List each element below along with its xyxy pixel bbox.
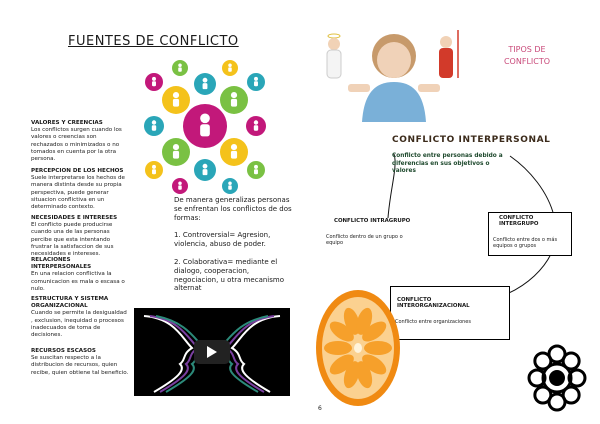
child-angel-devil-illustration bbox=[320, 22, 468, 122]
person-icon bbox=[254, 81, 258, 87]
orange-segment bbox=[364, 341, 392, 355]
person-icon bbox=[172, 150, 180, 159]
section-heading: RELACIONES INTERPERSONALES bbox=[31, 257, 92, 271]
conflict-forms-text: De manera generalizas personas se enfren… bbox=[174, 196, 292, 293]
orange-segment bbox=[329, 321, 354, 342]
mandala-loop bbox=[527, 368, 547, 388]
section-heading: PERCEPCION DE LOS HECHOS bbox=[31, 168, 124, 174]
section-body: Los conflictos surgen cuando los valores… bbox=[31, 127, 122, 163]
intragrupo-title: CONFLICTO INTRAGRUPO bbox=[334, 218, 411, 224]
interorganizacional-box: CONFLICTO INTERORGANIZACIONAL Conflicto … bbox=[390, 286, 510, 340]
orange-segment bbox=[356, 361, 373, 389]
left-page-title: FUENTES DE CONFLICTO bbox=[68, 34, 239, 49]
person-icon bbox=[202, 83, 208, 90]
interorg-title: CONFLICTO INTERORGANIZACIONAL bbox=[397, 297, 470, 309]
intragrupo-block: CONFLICTO INTRAGRUPO Conflicto dentro de… bbox=[324, 218, 420, 247]
person-icon bbox=[200, 113, 210, 124]
section-heading: ESTRUCTURA Y SISTEMA ORGANIZACIONAL bbox=[31, 296, 109, 310]
section-body: Cuando se permite la desigualdad , exclu… bbox=[31, 310, 127, 339]
people-network-illustration bbox=[144, 60, 266, 194]
orange-segment bbox=[343, 307, 360, 335]
person-icon bbox=[172, 98, 180, 107]
interpersonal-title: CONFLICTO INTERPERSONAL bbox=[392, 135, 551, 145]
play-icon bbox=[207, 346, 217, 358]
person-icon bbox=[230, 150, 238, 159]
section-body: En una relacion conflictiva la comunicac… bbox=[31, 271, 125, 292]
person-icon bbox=[151, 125, 157, 131]
person-icon bbox=[178, 67, 182, 72]
person-icon bbox=[228, 63, 232, 67]
mandala-loop bbox=[561, 351, 581, 371]
person-icon bbox=[178, 63, 182, 67]
person-icon bbox=[178, 185, 182, 190]
orange-segment bbox=[362, 321, 387, 342]
person-icon bbox=[178, 181, 182, 185]
person-icon bbox=[230, 98, 238, 107]
section-heading: RECURSOS ESCASOS bbox=[31, 348, 96, 354]
person-icon bbox=[228, 181, 232, 185]
page-number: 6 bbox=[318, 405, 322, 412]
person-icon bbox=[200, 124, 210, 137]
conflict-form-1: 1. Controversial= Agresion, violencia, a… bbox=[174, 231, 271, 249]
person-icon bbox=[152, 164, 156, 169]
person-icon bbox=[230, 92, 238, 99]
conflict-forms-intro: De manera generalizas personas se enfren… bbox=[174, 196, 292, 222]
person-icon bbox=[253, 125, 259, 131]
person-icon bbox=[172, 92, 180, 99]
interorg-text: Conflicto entre organizaciones bbox=[395, 319, 471, 325]
person-icon bbox=[228, 67, 232, 72]
section-body: Suele interpretarse los hechos de manera… bbox=[31, 175, 125, 211]
person-icon bbox=[152, 169, 156, 175]
mandala-loop bbox=[567, 368, 587, 388]
intergrupo-title: CONFLICTO INTERGRUPO bbox=[499, 215, 539, 227]
person-icon bbox=[151, 120, 157, 125]
person-icon bbox=[152, 81, 156, 87]
section-recursos: RECURSOS ESCASOS Se suscitan respecto a … bbox=[31, 348, 129, 377]
person-icon bbox=[152, 76, 156, 81]
person-icon bbox=[202, 163, 208, 169]
interpersonal-text: Conflicto entre personas debido a difere… bbox=[392, 153, 503, 175]
faces-profile-graphic bbox=[143, 315, 281, 393]
person-icon bbox=[202, 77, 208, 83]
section-percepcion: PERCEPCION DE LOS HECHOS Suele interpret… bbox=[31, 168, 127, 211]
section-valores: VALORES Y CREENCIAS Los conflictos surge… bbox=[31, 120, 127, 163]
mandala-loop bbox=[533, 385, 553, 405]
person-icon bbox=[172, 144, 180, 151]
intergrupo-box: CONFLICTO INTERGRUPO Conflicto entre dos… bbox=[488, 212, 572, 256]
orange-segment bbox=[362, 354, 387, 375]
ornament-mandala-icon bbox=[527, 344, 587, 412]
person-icon bbox=[228, 185, 232, 190]
section-heading: NECESIDADES E INTERESES bbox=[31, 215, 118, 221]
video-thumbnail[interactable] bbox=[134, 308, 290, 396]
section-body: Se suscitan respecto a la distribucion d… bbox=[31, 355, 129, 376]
person-icon bbox=[202, 169, 208, 176]
play-button[interactable] bbox=[194, 340, 230, 364]
orange-segment bbox=[329, 354, 354, 375]
person-icon bbox=[254, 164, 258, 169]
intragrupo-text: Conflicto dentro de un grupo o equipo bbox=[326, 234, 403, 247]
mandala-ring bbox=[541, 362, 573, 394]
section-relaciones: RELACIONES INTERPERSONALES En una relaci… bbox=[31, 257, 127, 293]
section-necesidades: NECESIDADES E INTERESES El conflicto pue… bbox=[31, 215, 127, 258]
person-icon bbox=[254, 76, 258, 81]
tipos-de-conflicto-title: TIPOS DE CONFLICTO bbox=[503, 45, 551, 66]
conflict-form-2: 2. Colaborativa= mediante el dialogo, co… bbox=[174, 257, 284, 293]
person-icon bbox=[253, 120, 259, 125]
intergrupo-text: Conflicto entre dos o más equipos o grup… bbox=[493, 237, 558, 250]
section-estructura: ESTRUCTURA Y SISTEMA ORGANIZACIONAL Cuan… bbox=[31, 296, 129, 339]
section-body: El conflicto puede producirse cuando una… bbox=[31, 222, 114, 258]
section-heading: VALORES Y CREENCIAS bbox=[31, 120, 103, 126]
orange-slice-illustration bbox=[316, 290, 400, 406]
orange-segment bbox=[324, 341, 352, 355]
person-icon bbox=[254, 169, 258, 175]
person-icon bbox=[230, 144, 238, 151]
